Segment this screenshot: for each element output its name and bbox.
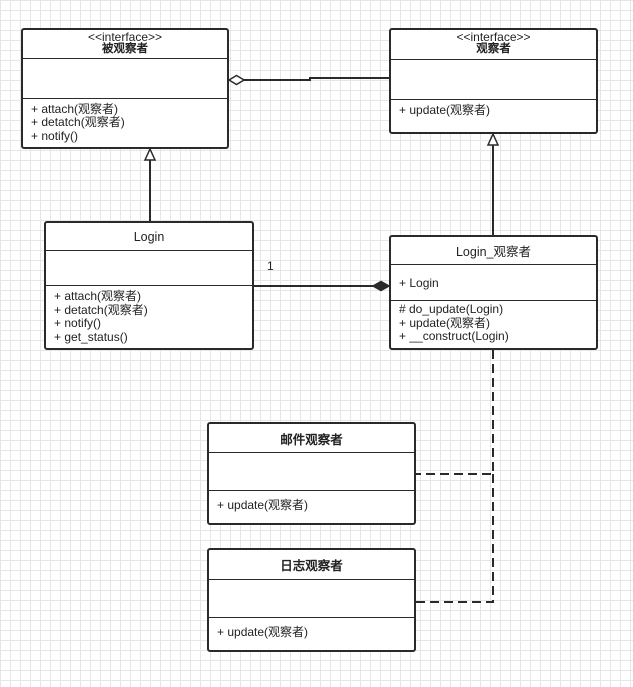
aggregation-connector [227, 74, 390, 86]
observer-interface-name: 观察者 [476, 43, 511, 55]
observer-op-update: + update(观察者) [399, 103, 491, 117]
mail-observer-op-update: + update(观察者) [217, 498, 309, 512]
subject-interface-attributes [23, 59, 227, 99]
observer-interface-stereotype: <<interface>> [456, 30, 531, 44]
log-observer-class-header: 日志观察者 [209, 550, 414, 580]
log-observer-class-name: 日志观察者 [280, 559, 343, 573]
observer-interface-header: <<interface>> 观察者 [391, 30, 596, 60]
login-observer-attr-login: + Login [399, 275, 439, 290]
login-class-box[interactable]: Login + attach(观察者) + detatch(观察者) + not… [44, 221, 254, 350]
login-observer-op-do-update: # do_update(Login) [399, 302, 504, 316]
login-observer-realizes-observer-arrow [486, 132, 500, 235]
login-class-header: Login [46, 223, 252, 252]
composition-diamond [371, 280, 391, 292]
login-observer-op-update: + update(观察者) [399, 315, 491, 330]
login-op-detatch: + detatch(观察者) [54, 302, 148, 317]
composition-connector [254, 280, 391, 292]
subject-op-notify: + notify() [31, 128, 79, 143]
subject-interface-box[interactable]: <<interface>> 被观察者 + attach(观察者) + detat… [21, 28, 229, 149]
composition-multiplicity-label: 1 [267, 259, 274, 273]
mail-observer-class-box[interactable]: 邮件观察者 + update(观察者) [207, 422, 416, 525]
observer-interface-attributes [391, 60, 596, 100]
mail-observer-class-header: 邮件观察者 [209, 424, 414, 453]
login-observer-class-box[interactable]: Login_观察者 + Login # do_update(Login) + u… [389, 235, 598, 350]
mail-observer-class-operations: + update(观察者) [209, 491, 414, 523]
mail-observer-class-attributes [209, 453, 414, 491]
login-observer-class-header: Login_观察者 [391, 237, 596, 265]
login-op-notify: + notify() [54, 316, 102, 330]
login-observer-class-name: Login_观察者 [455, 245, 532, 259]
log-observer-op-update: + update(观察者) [217, 625, 309, 639]
log-observer-class-box[interactable]: 日志观察者 + update(观察者) [207, 548, 416, 652]
log-observer-class-attributes [209, 580, 414, 618]
login-class-operations: + attach(观察者) + detatch(观察者) + notify() … [46, 286, 252, 348]
login-observer-class-attributes: + Login [391, 265, 596, 301]
login-realizes-subject-arrow [143, 147, 157, 221]
login-op-get-status: + get_status() [54, 329, 128, 344]
subject-op-attach: + attach(观察者) [31, 101, 119, 116]
login-observer-op-construct: + __construct(Login) [399, 329, 509, 343]
login-class-name: Login [133, 229, 165, 244]
mail-observer-class-name: 邮件观察者 [280, 432, 343, 447]
subject-interface-name: 被观察者 [102, 43, 148, 55]
login-op-attach: + attach(观察者) [54, 289, 142, 303]
subject-interface-operations: + attach(观察者) + detatch(观察者) + notify() [23, 99, 227, 148]
aggregation-diamond [227, 74, 246, 86]
subject-interface-stereotype: <<interface>> [87, 30, 163, 44]
login-observer-class-operations: # do_update(Login) + update(观察者) + __con… [391, 301, 596, 348]
login-class-attributes [46, 251, 252, 286]
subject-op-detatch: + detatch(观察者) [31, 115, 125, 129]
dependency-connector [416, 350, 494, 603]
subject-interface-header: <<interface>> 被观察者 [23, 30, 227, 59]
observer-interface-operations: + update(观察者) [391, 100, 596, 132]
observer-interface-box[interactable]: <<interface>> 观察者 + update(观察者) [389, 28, 598, 134]
log-observer-class-operations: + update(观察者) [209, 618, 414, 650]
